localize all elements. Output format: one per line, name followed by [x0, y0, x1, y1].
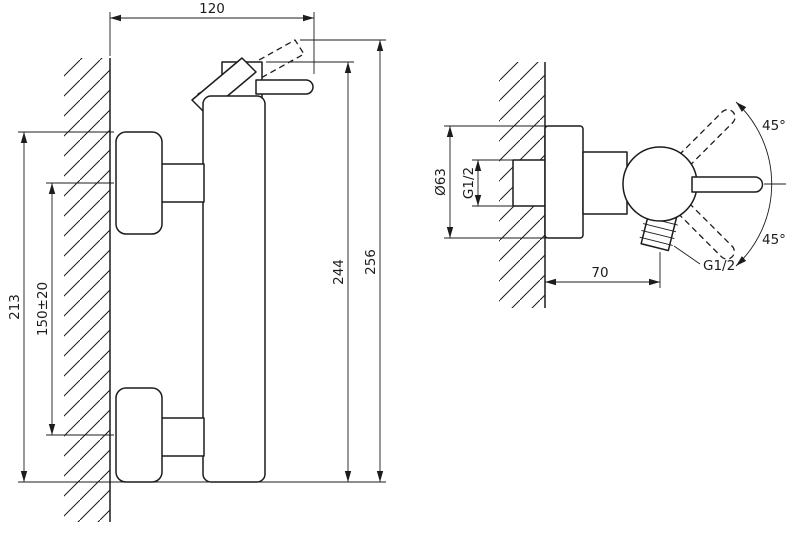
dim-label-inlet-thread: G1/2	[461, 167, 477, 199]
side-handle-down-45	[677, 202, 735, 260]
dim-label-256: 256	[363, 249, 379, 275]
side-view: 45° 45° Ø63 G1/2 70 G1/2	[433, 62, 786, 308]
dim-label-outlet-thread: G1/2	[703, 258, 735, 274]
dim-mount-spacing-150: 150±20	[35, 182, 114, 436]
side-inlet-pipe	[512, 159, 546, 207]
front-wall	[64, 58, 111, 522]
dim-escutcheon-diameter: Ø63	[433, 125, 547, 239]
front-view: 120 213 150±20 244 256	[7, 1, 386, 522]
dim-label-45-up: 45°	[762, 118, 786, 134]
dim-label-120: 120	[199, 1, 225, 17]
side-faucet-body	[512, 109, 764, 260]
dim-label-45-down: 45°	[762, 232, 786, 248]
dim-height-256: 256	[300, 39, 386, 482]
dim-height-213: 213	[7, 131, 114, 482]
dim-height-244: 244	[266, 61, 354, 482]
side-handle-up-45	[678, 109, 736, 167]
dim-label-244: 244	[331, 259, 347, 285]
dim-label-213: 213	[7, 294, 23, 320]
dim-depth-70: 70	[545, 252, 661, 288]
side-body-block	[582, 151, 628, 215]
side-handle-rod	[691, 176, 764, 193]
front-bottom-mount-neck	[159, 417, 205, 457]
dim-inlet-thread: G1/2	[461, 159, 515, 207]
front-handle-rod	[255, 79, 314, 95]
dim-label-70: 70	[591, 265, 608, 281]
dim-label-150: 150±20	[35, 282, 51, 336]
side-valve-body	[622, 146, 698, 222]
dim-label-diameter-63: Ø63	[433, 168, 449, 196]
dim-width-120: 120	[109, 1, 315, 74]
front-top-escutcheon	[115, 131, 163, 235]
front-top-mount-neck	[159, 163, 205, 203]
dim-outlet-thread: G1/2	[673, 245, 735, 274]
front-body-column	[202, 95, 266, 483]
front-faucet-body	[115, 39, 314, 483]
dim-handle-angles: 45° 45°	[735, 101, 786, 267]
side-escutcheon	[544, 125, 584, 239]
front-bottom-escutcheon	[115, 387, 163, 483]
front-wall-hatch	[64, 58, 110, 522]
